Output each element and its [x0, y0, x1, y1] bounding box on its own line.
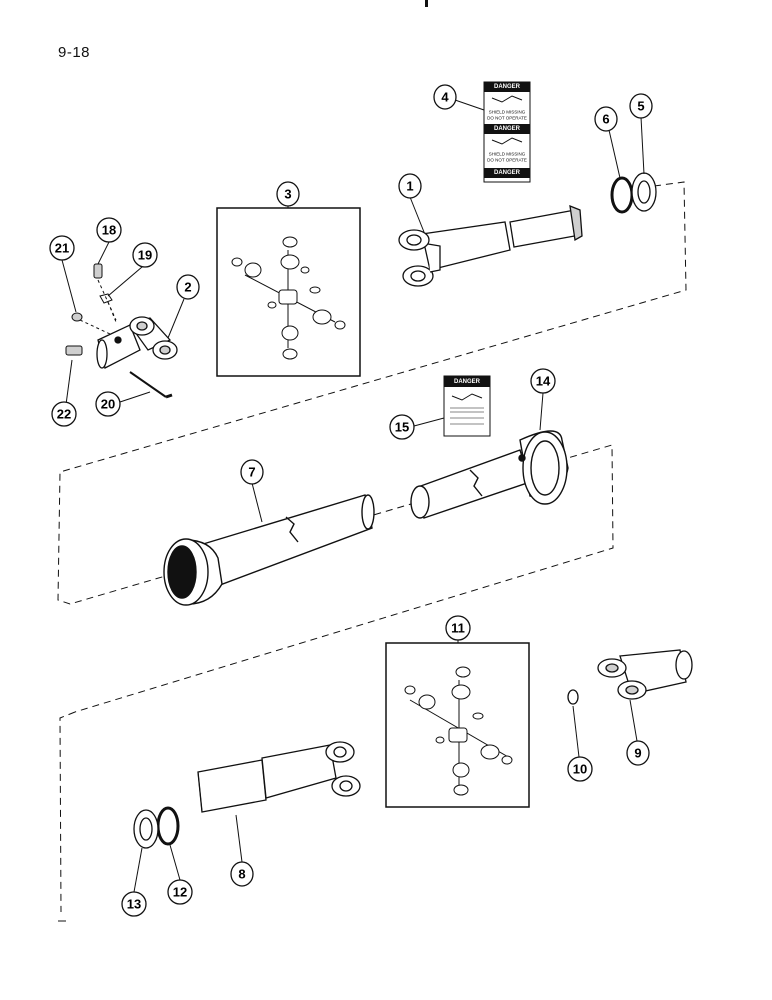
- small-hardware-18-19-21-22-20: [65, 263, 173, 399]
- callout-label: 6: [602, 112, 609, 127]
- decal-do-not-operate-text: DO NOT OPERATE: [487, 116, 527, 121]
- callout-9: 9: [626, 740, 650, 766]
- callout-1: 1: [398, 173, 422, 199]
- callout-label: 21: [55, 241, 69, 256]
- kit-box-11: [385, 642, 530, 808]
- callout-3: 3: [276, 181, 300, 207]
- cross-bearing-kit-3: [231, 236, 346, 360]
- callout-label: 8: [238, 867, 245, 882]
- callout-22: 22: [51, 401, 77, 427]
- callout-label: 22: [57, 407, 71, 422]
- callout-14: 14: [530, 368, 556, 394]
- callout-label: 5: [637, 99, 644, 114]
- callout-label: 7: [248, 465, 255, 480]
- callout-20: 20: [95, 391, 121, 417]
- callout-7: 7: [240, 459, 264, 485]
- callout-label: 12: [173, 885, 187, 900]
- decal-do-not-operate-text: DO NOT OPERATE: [487, 158, 527, 163]
- coupler-yoke-2: [96, 316, 178, 369]
- yoke-and-tube-8: [197, 741, 361, 813]
- callout-13: 13: [121, 891, 147, 917]
- callout-2: 2: [176, 274, 200, 300]
- outer-shield-7: [163, 494, 375, 606]
- callout-11: 11: [445, 615, 471, 641]
- callout-21: 21: [49, 235, 75, 261]
- danger-decal-set-4: DANGER DANGER DANGER SHIELD MISSING DO N…: [483, 81, 531, 183]
- callout-label: 9: [634, 746, 641, 761]
- lower-dashed-boundary: [59, 711, 76, 913]
- cross-bearing-kit-11: [404, 666, 513, 796]
- retaining-rings-12-13: [133, 806, 180, 849]
- callout-label: 13: [127, 897, 141, 912]
- callout-label: 14: [536, 374, 551, 389]
- callout-label: 19: [138, 248, 152, 263]
- decal-danger-label: DANGER: [454, 379, 481, 385]
- callout-label: 2: [184, 280, 191, 295]
- callout-15: 15: [389, 414, 415, 440]
- callout-label: 11: [451, 621, 465, 636]
- cut-mark: [425, 0, 428, 7]
- callout-label: 4: [441, 90, 449, 105]
- retaining-rings-5-6: [610, 172, 657, 214]
- callout-6: 6: [594, 106, 618, 132]
- callout-19: 19: [132, 242, 158, 268]
- yoke-and-tube-1: [398, 204, 583, 287]
- end-yoke-9: [597, 649, 693, 700]
- callout-label: 10: [573, 762, 587, 777]
- decal-danger-label: DANGER: [494, 84, 521, 90]
- callout-10: 10: [567, 756, 593, 782]
- callout-4: 4: [433, 84, 457, 110]
- decal-danger-label: DANGER: [494, 170, 521, 176]
- decal-shield-missing-text: SHIELD MISSING: [489, 152, 526, 157]
- callout-18: 18: [96, 217, 122, 243]
- inner-shield-14: [410, 430, 569, 519]
- upper-dashed-boundary: [57, 181, 687, 713]
- callout-label: 1: [406, 179, 413, 194]
- callout-label: 20: [101, 397, 115, 412]
- callout-label: 3: [284, 187, 291, 202]
- page-number: 9-18: [58, 44, 91, 61]
- callout-label: 15: [395, 420, 409, 435]
- callout-label: 18: [102, 223, 116, 238]
- callout-5: 5: [629, 93, 653, 119]
- decal-shield-missing-text: SHIELD MISSING: [489, 110, 526, 115]
- callout-8: 8: [230, 861, 254, 887]
- snap-ring-10: [567, 689, 579, 705]
- callout-12: 12: [167, 879, 193, 905]
- danger-decal-15: DANGER: [443, 375, 491, 437]
- decal-danger-label: DANGER: [494, 126, 521, 132]
